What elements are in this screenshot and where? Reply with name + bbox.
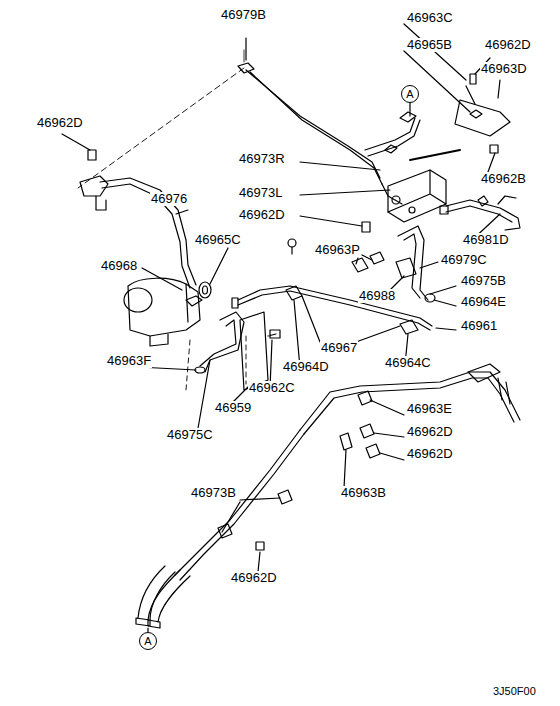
callout-number: 46962D xyxy=(36,116,84,130)
callout-number: 46981D xyxy=(462,233,510,247)
callout-number: 46973L xyxy=(238,186,283,200)
callout-number: 46979C xyxy=(440,253,488,267)
callout-number: 46964D xyxy=(282,360,330,374)
callout-number: 46973B xyxy=(190,486,237,500)
callout-number: 46961 xyxy=(460,319,498,333)
callout-number: 46965C xyxy=(194,233,242,247)
callout-number: 46962C xyxy=(248,381,296,395)
callout-number: 46959 xyxy=(214,401,252,415)
callout-number: 46976 xyxy=(150,192,188,206)
callout-number: 46967 xyxy=(320,341,358,355)
callout-number: 46963C xyxy=(406,11,454,25)
callout-number: 46968 xyxy=(100,259,138,273)
callout-number: 46963D xyxy=(480,62,528,76)
callout-number: 46963P xyxy=(314,243,361,257)
callout-number: 46962D xyxy=(238,208,286,222)
callout-number: 46962D xyxy=(406,447,454,461)
callout-number: 46975B xyxy=(460,274,507,288)
reference-circle: A xyxy=(401,85,419,103)
callout-number: 46965B xyxy=(406,38,453,52)
reference-letter: A xyxy=(144,636,151,647)
callout-number: 46964C xyxy=(384,356,432,370)
callout-number: 46988 xyxy=(358,289,396,303)
callout-number: 46973R xyxy=(238,152,286,166)
callout-number: 46962B xyxy=(480,172,527,186)
reference-circle: A xyxy=(139,632,157,650)
callout-number: 46975C xyxy=(166,428,214,442)
callout-number: 46979B xyxy=(220,8,267,22)
callout-number: 46963B xyxy=(340,486,387,500)
reference-letter: A xyxy=(406,89,413,100)
callout-number: 46963F xyxy=(106,354,152,368)
callout-number: 46963E xyxy=(406,402,453,416)
callout-number: 46964E xyxy=(460,295,507,309)
drawing-code: 3J50F00 xyxy=(492,684,537,698)
callout-number: 46962D xyxy=(406,425,454,439)
callout-number: 46962D xyxy=(484,38,532,52)
callout-number: 46962D xyxy=(230,571,278,585)
